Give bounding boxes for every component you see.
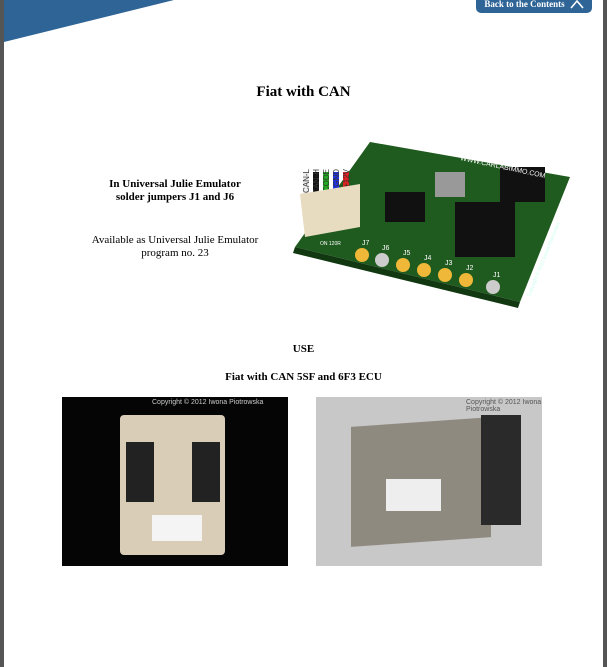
wire-label: +12V	[342, 168, 351, 188]
instruction-text: In Universal Julie Emulator solder jumpe…	[70, 178, 280, 204]
page-frame-right	[603, 0, 607, 667]
wire-label: CAN-L	[302, 168, 311, 193]
ecu-5sf-image: Copyright © 2012 Iwona Piotrowska	[62, 397, 288, 566]
use-heading: USE	[292, 343, 315, 355]
back-to-contents-button[interactable]: Back to the Contents	[476, 0, 592, 13]
back-to-contents-label: Back to the Contents	[484, 0, 565, 9]
jumper-label: J6	[382, 245, 390, 252]
jumper-label: J3	[445, 260, 453, 267]
availability-line-1: Available as Universal Julie Emulator	[91, 234, 259, 246]
instruction-line-2: solder jumpers J1 and J6	[115, 191, 235, 203]
jumper-label: J5	[403, 250, 411, 257]
page-title: Fiat with CAN	[256, 84, 351, 100]
instruction-line-1: In Universal Julie Emulator	[109, 178, 241, 190]
wires	[303, 172, 349, 197]
wire-label: GND	[332, 169, 341, 187]
header-banner	[4, 0, 174, 42]
availability-line-2: program no. 23	[141, 247, 209, 259]
ecu-copyright: Copyright © 2012 Iwona Piotrowska	[466, 399, 542, 413]
jumper-label: J4	[424, 255, 432, 262]
ecu-copyright: Copyright © 2012 Iwona Piotrowska	[152, 399, 264, 406]
chevron-up-icon	[570, 0, 584, 9]
jumper-pads	[355, 248, 500, 294]
availability-text: Available as Universal Julie Emulator pr…	[70, 234, 280, 260]
ecu-6f3-image: Copyright © 2012 Iwona Piotrowska	[316, 397, 542, 566]
emulator-pcb-image: CAN-L CAN-H CODE GND +12V WWW.CARLABIMMO…	[293, 142, 570, 308]
use-subheading: Fiat with CAN 5SF and 6F3 ECU	[225, 371, 382, 383]
pcb-on-label: ON 120R	[320, 241, 341, 247]
page-frame-left	[0, 0, 4, 667]
jumper-label: J1	[493, 272, 501, 279]
wire-label: CAN-H	[312, 169, 321, 195]
wire-label: CODE	[322, 169, 331, 192]
jumper-label: J7	[362, 240, 370, 247]
jumper-label: J2	[466, 265, 474, 272]
